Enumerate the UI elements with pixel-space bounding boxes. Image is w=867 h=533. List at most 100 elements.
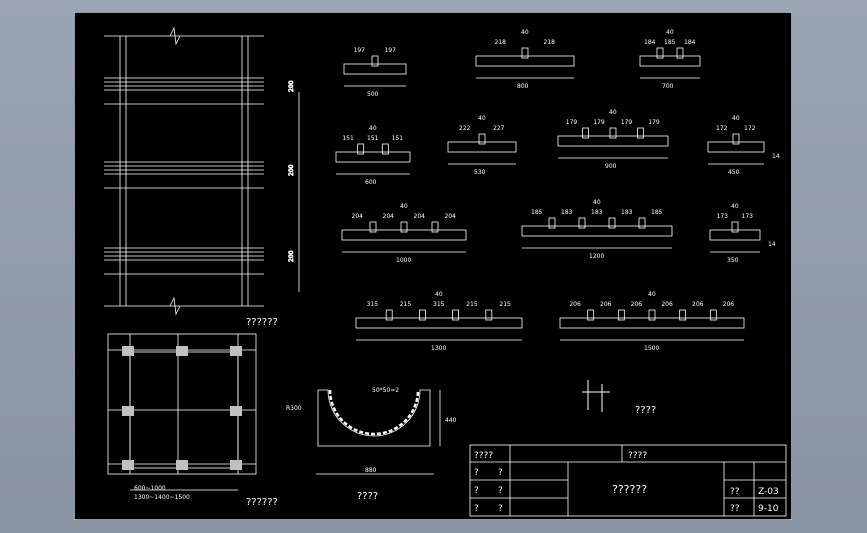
panel-top-dim: 40 [400, 203, 408, 210]
panel-dim: 215 [400, 301, 412, 308]
panel-dim: 179 [648, 119, 660, 126]
panel-total: 350 [727, 257, 739, 264]
saddle-width: 880 [365, 467, 377, 474]
tb-row-f: ? [498, 504, 503, 514]
panel-9: 1200 185 183 183 183 185 40 [521, 199, 673, 260]
panel-dim: 315 [433, 301, 445, 308]
panel-dim: 204 [414, 213, 426, 220]
panel-dim: 184 [684, 39, 696, 46]
saddle-label: R300 [286, 405, 302, 412]
panel-dim: 179 [621, 119, 633, 126]
panel-dim: 218 [544, 39, 556, 46]
panel-dim: 173 [742, 213, 754, 220]
panel-dim: 183 [621, 209, 633, 216]
panel-dim: 206 [661, 301, 673, 308]
panel-5: 530 222 227 40 [447, 115, 517, 176]
panel-dim: 183 [561, 209, 573, 216]
tb-sheet-label: ?? [730, 504, 740, 514]
joint-detail [582, 380, 610, 412]
panel-dim: 206 [631, 301, 643, 308]
saddle-section [316, 389, 441, 475]
plan-caption: ?????? [246, 497, 278, 508]
panel-7: 450 172 172 40 14 [707, 115, 780, 176]
ladder-caption: ?????? [246, 317, 278, 328]
panel-dim: 204 [445, 213, 457, 220]
saddle-note: 50*50=2 [372, 387, 399, 394]
panel-dim: 215 [466, 301, 478, 308]
panel-dim: 215 [499, 301, 511, 308]
panel-total: 500 [367, 91, 379, 98]
tb-title: ?????? [612, 483, 647, 496]
panel-total: 900 [605, 163, 617, 170]
plan-note-1: 600~1000 [134, 485, 166, 492]
panel-total: 1000 [396, 257, 411, 264]
panel-top-dim: 40 [609, 109, 617, 116]
panel-2: 800 218 218 40 [475, 29, 575, 90]
panel-dim: 185 [664, 39, 676, 46]
panel-total: 530 [474, 169, 486, 176]
panel-dim: 151 [367, 135, 379, 142]
panel-top-dim: 40 [593, 199, 601, 206]
panel-dim: 206 [569, 301, 581, 308]
ladder-dim: 200 [288, 80, 295, 92]
sheet-border [73, 11, 793, 521]
panel-top-dim: 40 [648, 291, 656, 298]
panel-dim: 185 [651, 209, 663, 216]
detail-caption: ???? [635, 405, 656, 416]
panel-dim: 172 [744, 125, 756, 132]
panel-dim: 151 [342, 135, 354, 142]
panel-total: 800 [517, 83, 529, 90]
tb-sheet-value: 9-10 [758, 504, 779, 514]
panel-total: 600 [365, 179, 377, 186]
panel-dim: 204 [352, 213, 364, 220]
panel-total: 1300 [431, 345, 446, 352]
tb-scale-value: Z-03 [758, 487, 779, 497]
panel-dim: 173 [717, 213, 729, 220]
panel-11: 1300 315 215 315 215 215 40 [355, 291, 523, 352]
panel-dim: 206 [723, 301, 735, 308]
panel-total: 700 [662, 83, 674, 90]
saddle-caption: ???? [357, 491, 378, 502]
tb-row-c: ? [474, 486, 479, 496]
ladder-dim: 200 [288, 164, 295, 176]
panel-dim: 197 [354, 47, 366, 54]
panel-top-dim: 40 [521, 29, 529, 36]
tb-row-e: ? [474, 504, 479, 514]
ladder-dim: 200 [288, 250, 295, 262]
panel-top-dim: 40 [732, 115, 740, 122]
panel-dim: 218 [495, 39, 507, 46]
panel-top-dim: 40 [478, 115, 486, 122]
title-block [469, 444, 787, 517]
panel-dim: 204 [383, 213, 395, 220]
panel-side-dim: 14 [772, 153, 780, 160]
panel-total: 1500 [644, 345, 659, 352]
panel-dim: 227 [493, 125, 505, 132]
panel-top-dim: 40 [435, 291, 443, 298]
panel-dim: 179 [593, 119, 605, 126]
panel-8: 1000 204 204 204 204 40 [341, 203, 467, 264]
tb-scale-label: ?? [730, 487, 740, 497]
plan-hatches [122, 346, 242, 470]
panel-dim: 183 [591, 209, 603, 216]
tb-row-a: ? [474, 468, 479, 478]
panel-dim: 179 [566, 119, 578, 126]
panel-dim: 185 [531, 209, 543, 216]
panel-total: 450 [728, 169, 740, 176]
panel-dim: 315 [367, 301, 379, 308]
panel-top-dim: 40 [369, 125, 377, 132]
panel-dim: 184 [644, 39, 656, 46]
saddle-height: 440 [445, 417, 457, 424]
tb-designer: ???? [474, 451, 493, 461]
panel-dim: 172 [716, 125, 728, 132]
panel-side-dim: 14 [768, 241, 776, 248]
panel-total: 1200 [589, 253, 604, 260]
panel-dim: 222 [459, 125, 471, 132]
panel-dim: 206 [600, 301, 612, 308]
tb-row-b: ? [498, 468, 503, 478]
